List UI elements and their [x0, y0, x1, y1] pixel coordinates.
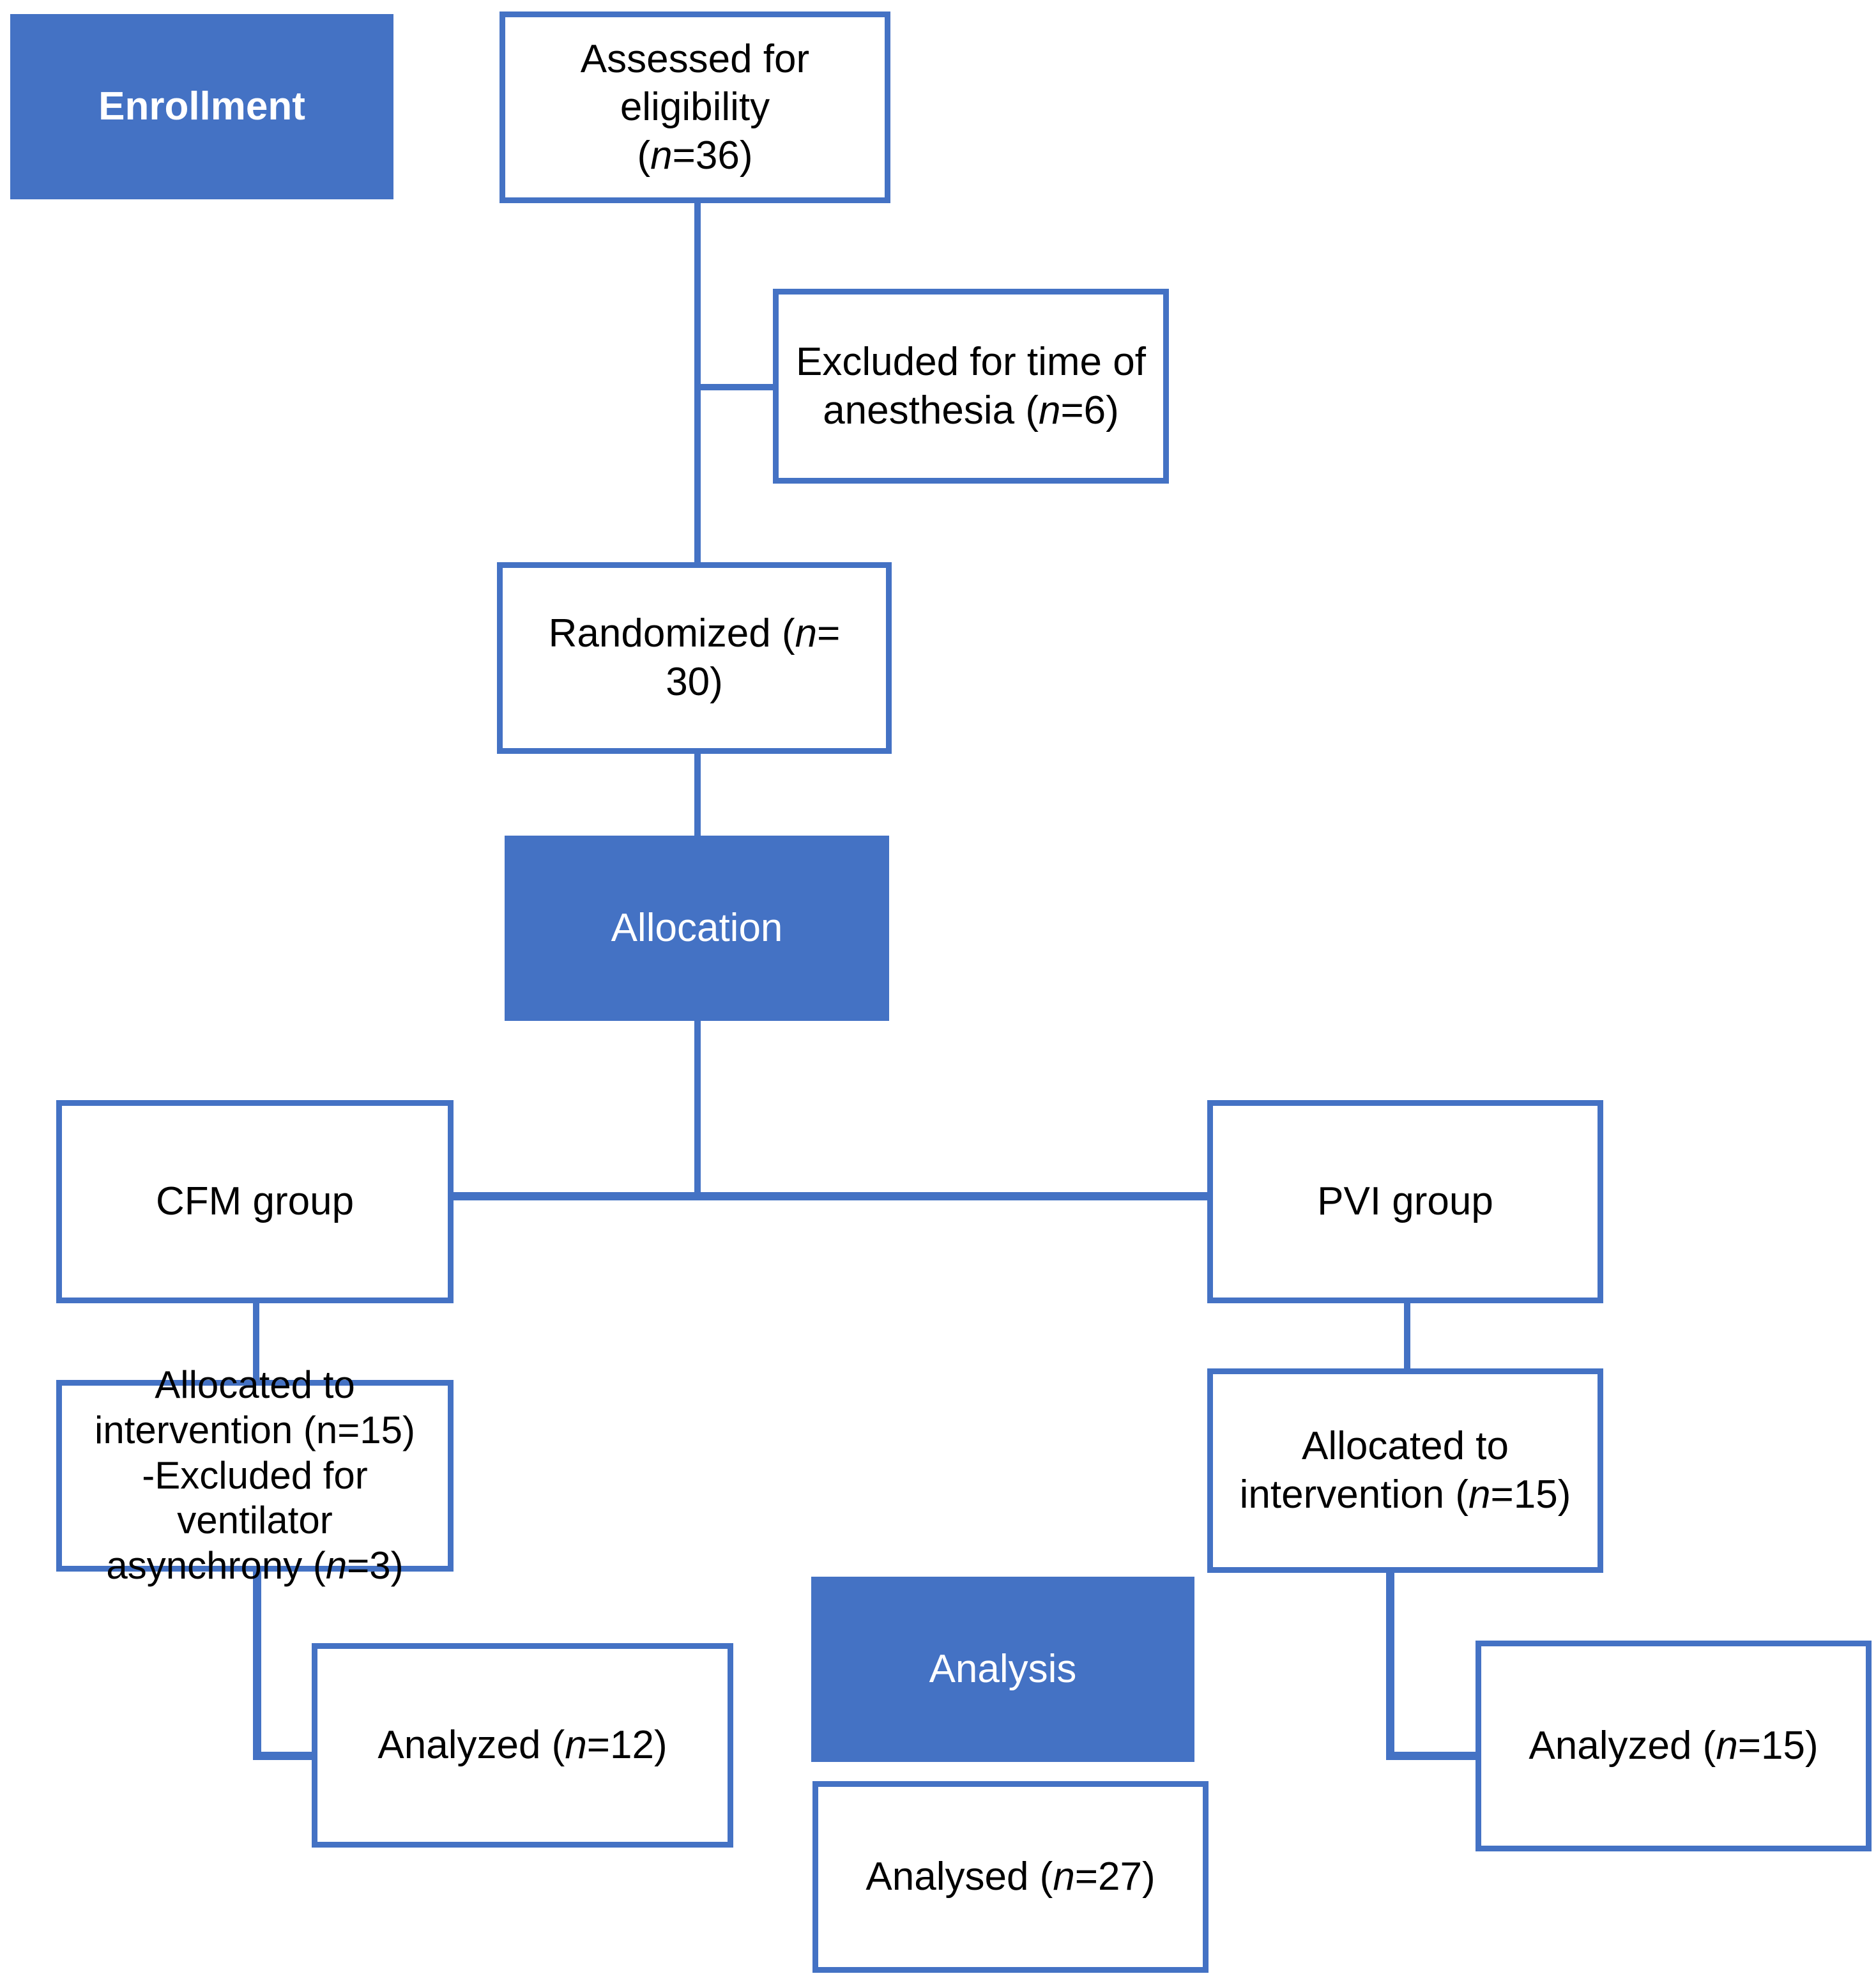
connector-assessed-to-randomized: [694, 198, 701, 569]
banner-allocation: Allocation: [505, 836, 889, 1021]
randomized-n-label: n: [795, 611, 818, 656]
pvi-alloc-line1: Allocated to: [1302, 1424, 1509, 1469]
node-pvi-allocated-to-intervention: Allocated to intervention (n=15): [1207, 1368, 1603, 1573]
banner-enrollment-label: Enrollment: [98, 84, 305, 128]
randomized-post: = 30): [666, 611, 841, 704]
connector-allocation-to-split: [694, 1017, 701, 1196]
node-cfm-analyzed: Analyzed (n=12): [312, 1643, 733, 1848]
assessed-n-label: n: [650, 133, 673, 178]
pvi-alloc-n-label: n: [1468, 1473, 1491, 1517]
connector-cfm-group-to-allocated: [253, 1302, 259, 1387]
cfm-analyzed-pre: Analyzed (: [377, 1723, 565, 1768]
excluded-line1: Excluded for time of: [796, 339, 1146, 384]
node-cfm-group: CFM group: [56, 1100, 454, 1303]
connector-cfm-allocated-vertical: [253, 1568, 261, 1760]
assessed-line2-pre: (: [637, 133, 651, 178]
cfm-alloc-line2: intervention (n=15): [95, 1408, 415, 1451]
connector-assessed-to-excluded: [694, 384, 777, 390]
connector-randomized-to-allocation: [694, 753, 701, 836]
banner-analysis: Analysis: [811, 1577, 1194, 1762]
connector-cfm-allocated-elbow: [253, 1752, 319, 1760]
pvi-group-label: PVI group: [1317, 1179, 1493, 1224]
cfm-alloc-line1: Allocated to: [155, 1363, 355, 1407]
pvi-analyzed-n-label: n: [1716, 1724, 1738, 1768]
cfm-alloc-n-label: n: [325, 1544, 347, 1588]
excluded-line2-post: =6): [1060, 388, 1119, 433]
node-pvi-analyzed: Analyzed (n=15): [1476, 1641, 1872, 1851]
connector-allocation-split-bar: [454, 1192, 1207, 1200]
node-excluded-time-of-anesthesia: Excluded for time of anesthesia (n=6): [773, 289, 1169, 484]
total-analysed-post: =27): [1074, 1855, 1155, 1899]
assessed-line2-post: =36): [672, 133, 753, 178]
cfm-analyzed-n-label: n: [565, 1723, 587, 1768]
total-analysed-n-label: n: [1053, 1855, 1075, 1899]
total-analysed-pre: Analysed (: [866, 1855, 1053, 1899]
node-cfm-allocated-to-intervention: Allocated to intervention (n=15) -Exclud…: [56, 1363, 454, 1587]
pvi-analyzed-pre: Analyzed (: [1529, 1724, 1716, 1768]
connector-pvi-group-to-allocated: [1404, 1302, 1410, 1372]
node-randomized: Randomized (n= 30): [497, 562, 892, 754]
assessed-line1: Assessed for eligibility: [580, 36, 810, 130]
node-pvi-group: PVI group: [1207, 1100, 1603, 1303]
banner-allocation-label: Allocation: [611, 905, 783, 950]
banner-analysis-label: Analysis: [929, 1646, 1077, 1691]
cfm-alloc-line3: -Excluded for ventilator: [142, 1453, 368, 1542]
randomized-pre: Randomized (: [548, 611, 795, 656]
cfm-group-label: CFM group: [155, 1179, 355, 1224]
pvi-analyzed-post: =15): [1737, 1724, 1819, 1768]
pvi-alloc-line2-post: =15): [1490, 1473, 1571, 1517]
cfm-analyzed-post: =12): [586, 1723, 667, 1768]
cfm-alloc-line4-post: =3): [347, 1544, 404, 1588]
cfm-alloc-line4-pre: asynchrony (: [106, 1544, 326, 1588]
pvi-alloc-line2-pre: intervention (: [1239, 1473, 1469, 1517]
connector-pvi-allocated-elbow: [1386, 1752, 1481, 1760]
excluded-line2-pre: anesthesia (: [823, 388, 1039, 433]
node-assessed-for-eligibility: Assessed for eligibility (n=36): [500, 11, 890, 203]
connector-pvi-allocated-vertical: [1386, 1568, 1394, 1760]
banner-enrollment: Enrollment: [10, 14, 393, 199]
node-total-analysed: Analysed (n=27): [812, 1781, 1209, 1973]
excluded-n-label: n: [1038, 388, 1061, 433]
